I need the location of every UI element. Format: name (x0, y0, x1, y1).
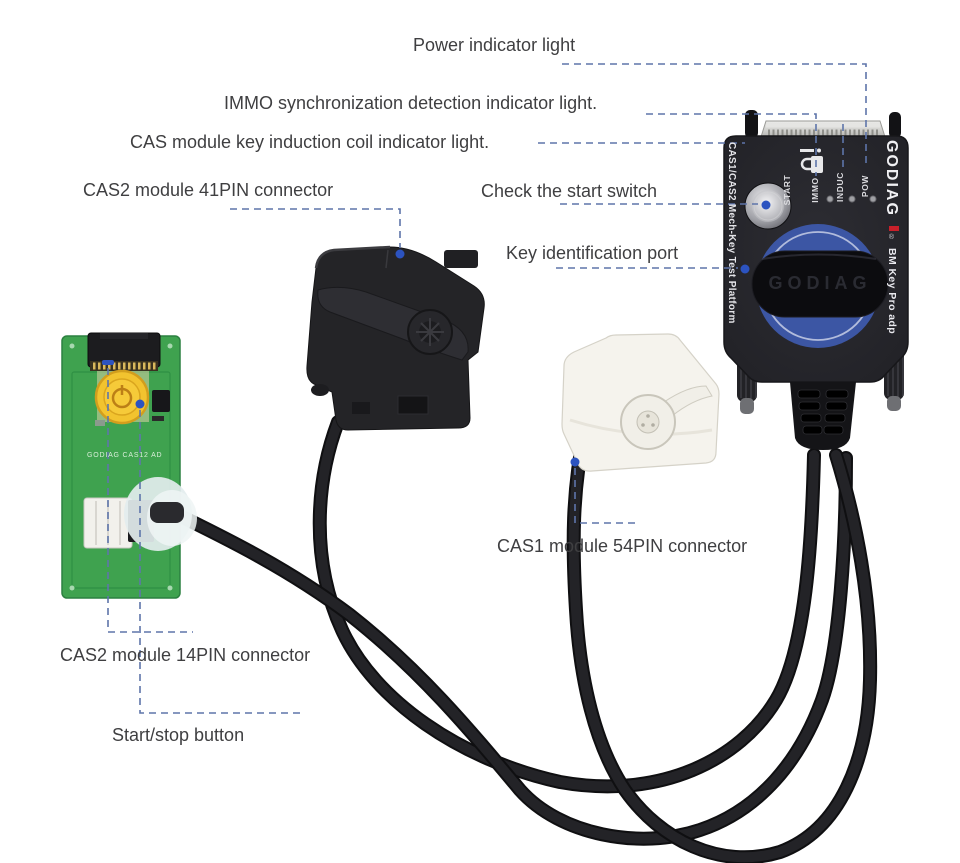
dot-54pin (570, 457, 580, 467)
cable-sleeve (150, 502, 184, 523)
lock-icon (800, 148, 823, 173)
strain-relief-ribs (797, 389, 849, 435)
led-immo (826, 195, 834, 203)
start-switch-rim (753, 191, 783, 221)
callout-dots (102, 200, 771, 467)
led-label-start: START (782, 174, 792, 206)
41pin-hub-spokes (416, 318, 444, 346)
41pin-slot-small (352, 402, 370, 414)
thumbscrew-tip (740, 398, 754, 414)
db-connector-highlight (766, 124, 880, 128)
label-induction-indicator: CAS module key induction coil indicator … (130, 132, 490, 152)
pcb-component (152, 416, 164, 421)
54pin-dial-hole (641, 423, 645, 427)
device-model-label: BM Key Pro adp (886, 248, 898, 335)
dot-41pin (395, 249, 405, 259)
callout-lines (107, 63, 867, 714)
led-pow (869, 195, 877, 203)
dot-key-port (740, 264, 750, 274)
pcb-component (95, 420, 105, 426)
key-port-embossed-text: GODIAG (768, 273, 872, 293)
41pin-seam (385, 249, 389, 269)
callout-54pin-line (574, 468, 640, 524)
cable-41pin (314, 417, 819, 792)
device-side-label: CAS1/CAS2 Mech-Key Test Platform (726, 142, 737, 324)
pcb-silkscreen-text: GODIAG CAS12 AD (87, 452, 163, 459)
pcb-component (152, 390, 170, 412)
led-label-pow: POW (860, 174, 870, 198)
41pin-top-edge (314, 245, 391, 269)
key-port-highlight (761, 253, 877, 260)
cas1-54pin-connector (561, 333, 720, 472)
pcb-pad (167, 343, 173, 349)
top-screw-right (889, 112, 901, 138)
callout-14pin-line (107, 368, 193, 633)
41pin-nub (311, 384, 329, 396)
label-check-start-switch: Check the start switch (481, 181, 658, 201)
callout-immo-line (646, 113, 817, 176)
start-stop-button-ring (103, 378, 141, 416)
glue-blob (124, 477, 197, 551)
41pin-top-tab (444, 250, 478, 268)
54pin-dial-inner (636, 410, 660, 434)
pcb-pad (69, 343, 75, 349)
cas2-41pin-connector (306, 245, 485, 431)
label-power-indicator: Power indicator light (413, 35, 576, 55)
pcb-pad (69, 585, 75, 591)
key-identification-port (751, 250, 889, 318)
dot-start-switch (761, 200, 771, 210)
label-key-identification-port: Key identification port (506, 243, 679, 263)
dot-14pin (102, 360, 114, 365)
device-brand-logo: GODIAG (883, 140, 900, 217)
41pin-slot (397, 395, 429, 415)
54pin-dial-hole (646, 414, 650, 418)
top-screw-left (745, 110, 758, 138)
cable-41pin-outline (312, 415, 821, 794)
pcb-pad (167, 585, 173, 591)
cable-14pin (163, 453, 851, 844)
54pin-lever-arm (663, 385, 713, 417)
led-label-immo: IMMO (810, 177, 820, 203)
cables (161, 415, 878, 863)
label-cas1-54pin: CAS1 module 54PIN connector (497, 536, 748, 556)
led-induc (848, 195, 856, 203)
cable-54pin (568, 425, 876, 863)
cas2-board (61, 332, 181, 599)
label-immo-indicator: IMMO synchronization detection indicator… (224, 93, 598, 113)
54pin-dial-hole (651, 423, 655, 427)
callout-41pin-line (230, 208, 401, 248)
label-start-stop-button: Start/stop button (112, 725, 245, 745)
dot-start-stop (135, 399, 145, 409)
thumbscrew-tip (887, 396, 901, 411)
led-label-induc: INDUC (835, 172, 845, 202)
pcb-14pin-notch (100, 333, 148, 339)
callout-induction-line (538, 124, 844, 172)
label-cas2-14pin: CAS2 module 14PIN connector (60, 645, 311, 665)
device-reg-mark: ® (888, 234, 895, 241)
label-cas2-41pin: CAS2 module 41PIN connector (83, 180, 334, 200)
callout-power-line (562, 63, 867, 166)
logo-red-accent (889, 226, 899, 231)
callout-start-stop-line (139, 410, 300, 714)
